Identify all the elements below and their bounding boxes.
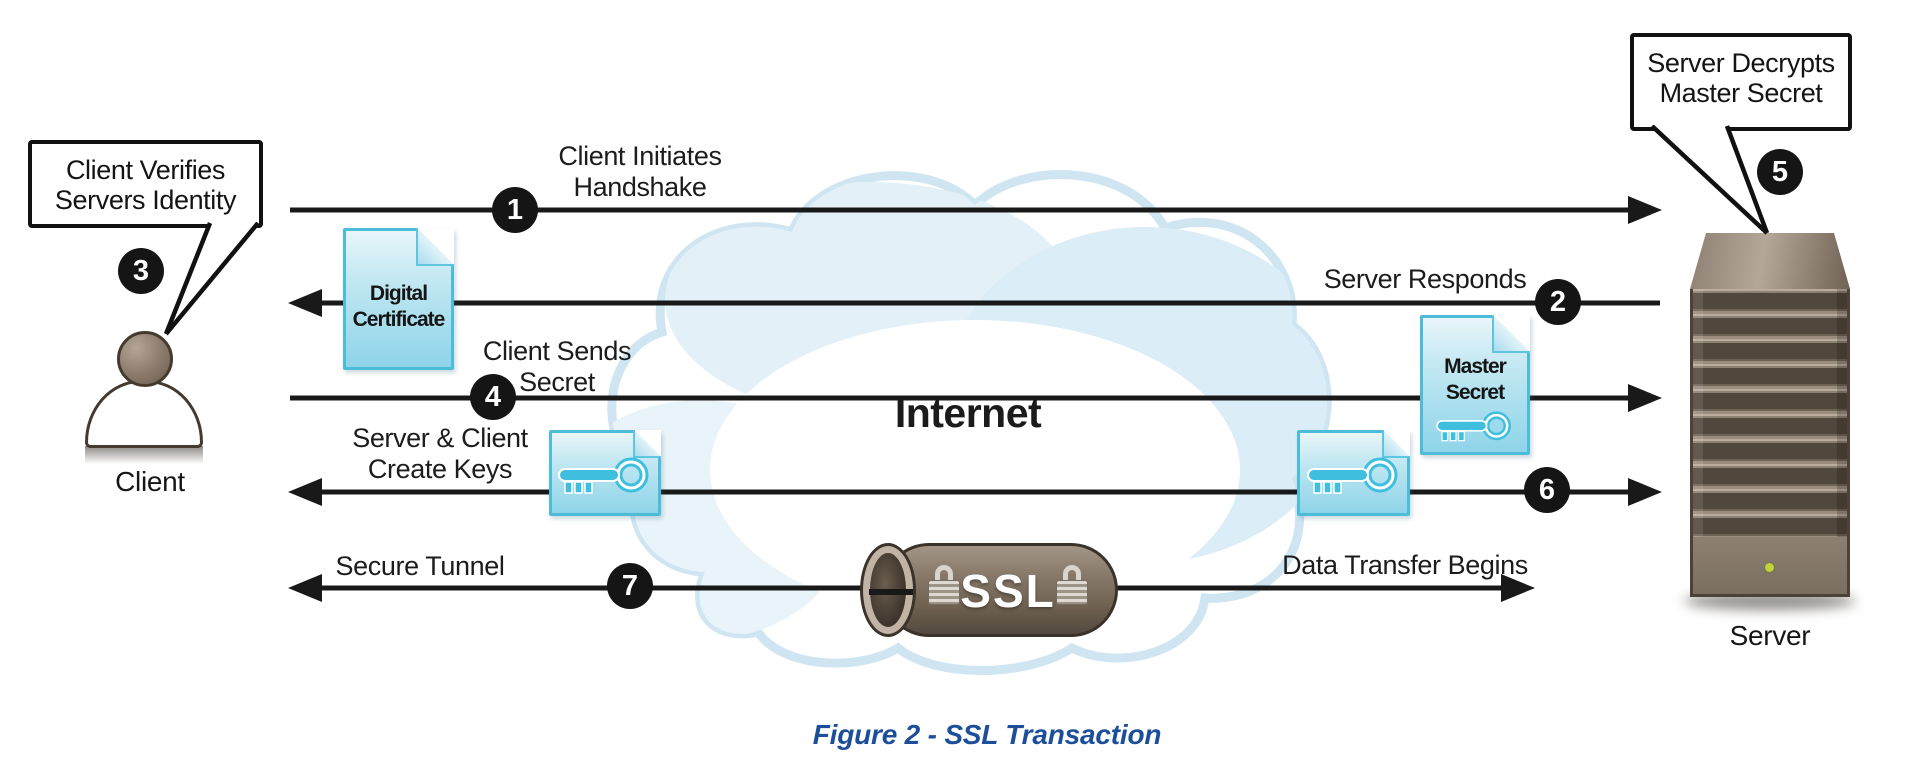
- step-badge-3: 3: [118, 248, 164, 294]
- step2-label: Server Responds: [1323, 264, 1527, 294]
- server-label: Server: [1729, 620, 1811, 651]
- step-badge-1: 1: [492, 187, 538, 233]
- figure-reflection: [85, 446, 203, 464]
- figure-caption: Figure 2 - SSL Transaction: [812, 719, 1162, 750]
- tunnel-line: [869, 589, 913, 595]
- arrowhead-right-step-4: [1628, 384, 1662, 412]
- digital-certificate-label: Digital: [369, 282, 428, 305]
- key-icon: [1436, 411, 1511, 442]
- folded-corner-icon: [1382, 430, 1410, 458]
- step-badge-4: 4: [470, 374, 516, 420]
- digital-certificate-document: Digital Certificate: [343, 228, 454, 370]
- server-base: [1690, 537, 1850, 597]
- key-icon: [558, 457, 649, 494]
- folded-corner-icon: [633, 430, 661, 458]
- server-callout-line2: Master Secret: [1659, 78, 1823, 108]
- client-callout-line1: Client Verifies: [65, 155, 226, 185]
- client-label: Client: [115, 466, 185, 497]
- server-callout: Server Decrypts Master Secret: [1630, 33, 1852, 131]
- ssl-label: SSL: [960, 565, 1056, 617]
- step-badge-5: 5: [1757, 149, 1803, 195]
- arrowhead-right-step-6: [1628, 478, 1662, 506]
- arrowhead-left-step-6: [288, 478, 322, 506]
- arrowhead-right-step-1: [1628, 196, 1662, 224]
- step-badge-2: 2: [1535, 279, 1581, 325]
- folded-corner-icon: [416, 228, 454, 266]
- session-key-document-client: [549, 430, 661, 516]
- step-badge-7: 7: [607, 563, 653, 609]
- master-secret-document: Master Secret: [1420, 315, 1530, 455]
- server-top-icon: [1690, 233, 1850, 289]
- server-rack-icon: [1690, 289, 1850, 537]
- client-callout-tail: [163, 222, 260, 336]
- step-badge-6: 6: [1524, 467, 1570, 513]
- arrowhead-left-step-2: [288, 289, 322, 317]
- step7-label-left: Secure Tunnel: [335, 551, 505, 581]
- arrowhead-left-step-7: [288, 574, 322, 602]
- step7-label-right: Data Transfer Begins: [1282, 550, 1528, 580]
- session-key-document-server: [1297, 430, 1410, 516]
- padlock-icon: [1056, 565, 1088, 605]
- key-icon: [1306, 457, 1397, 494]
- client-callout-line2: Servers Identity: [54, 185, 237, 215]
- padlock-icon: [928, 565, 960, 605]
- client-callout: Client Verifies Servers Identity: [28, 140, 263, 228]
- internet-label: Internet: [894, 390, 1042, 436]
- person-head-icon: [117, 331, 173, 387]
- power-led-icon: [1765, 563, 1774, 572]
- folded-corner-icon: [1492, 315, 1530, 353]
- ssl-tunnel: SSL: [860, 543, 1120, 637]
- server-callout-tail: [1650, 125, 1770, 235]
- tunnel-opening: [860, 543, 916, 637]
- arrowhead-right-step-7: [1501, 574, 1535, 602]
- master-secret-label: Master: [1444, 355, 1507, 378]
- server-callout-line1: Server Decrypts: [1647, 48, 1835, 78]
